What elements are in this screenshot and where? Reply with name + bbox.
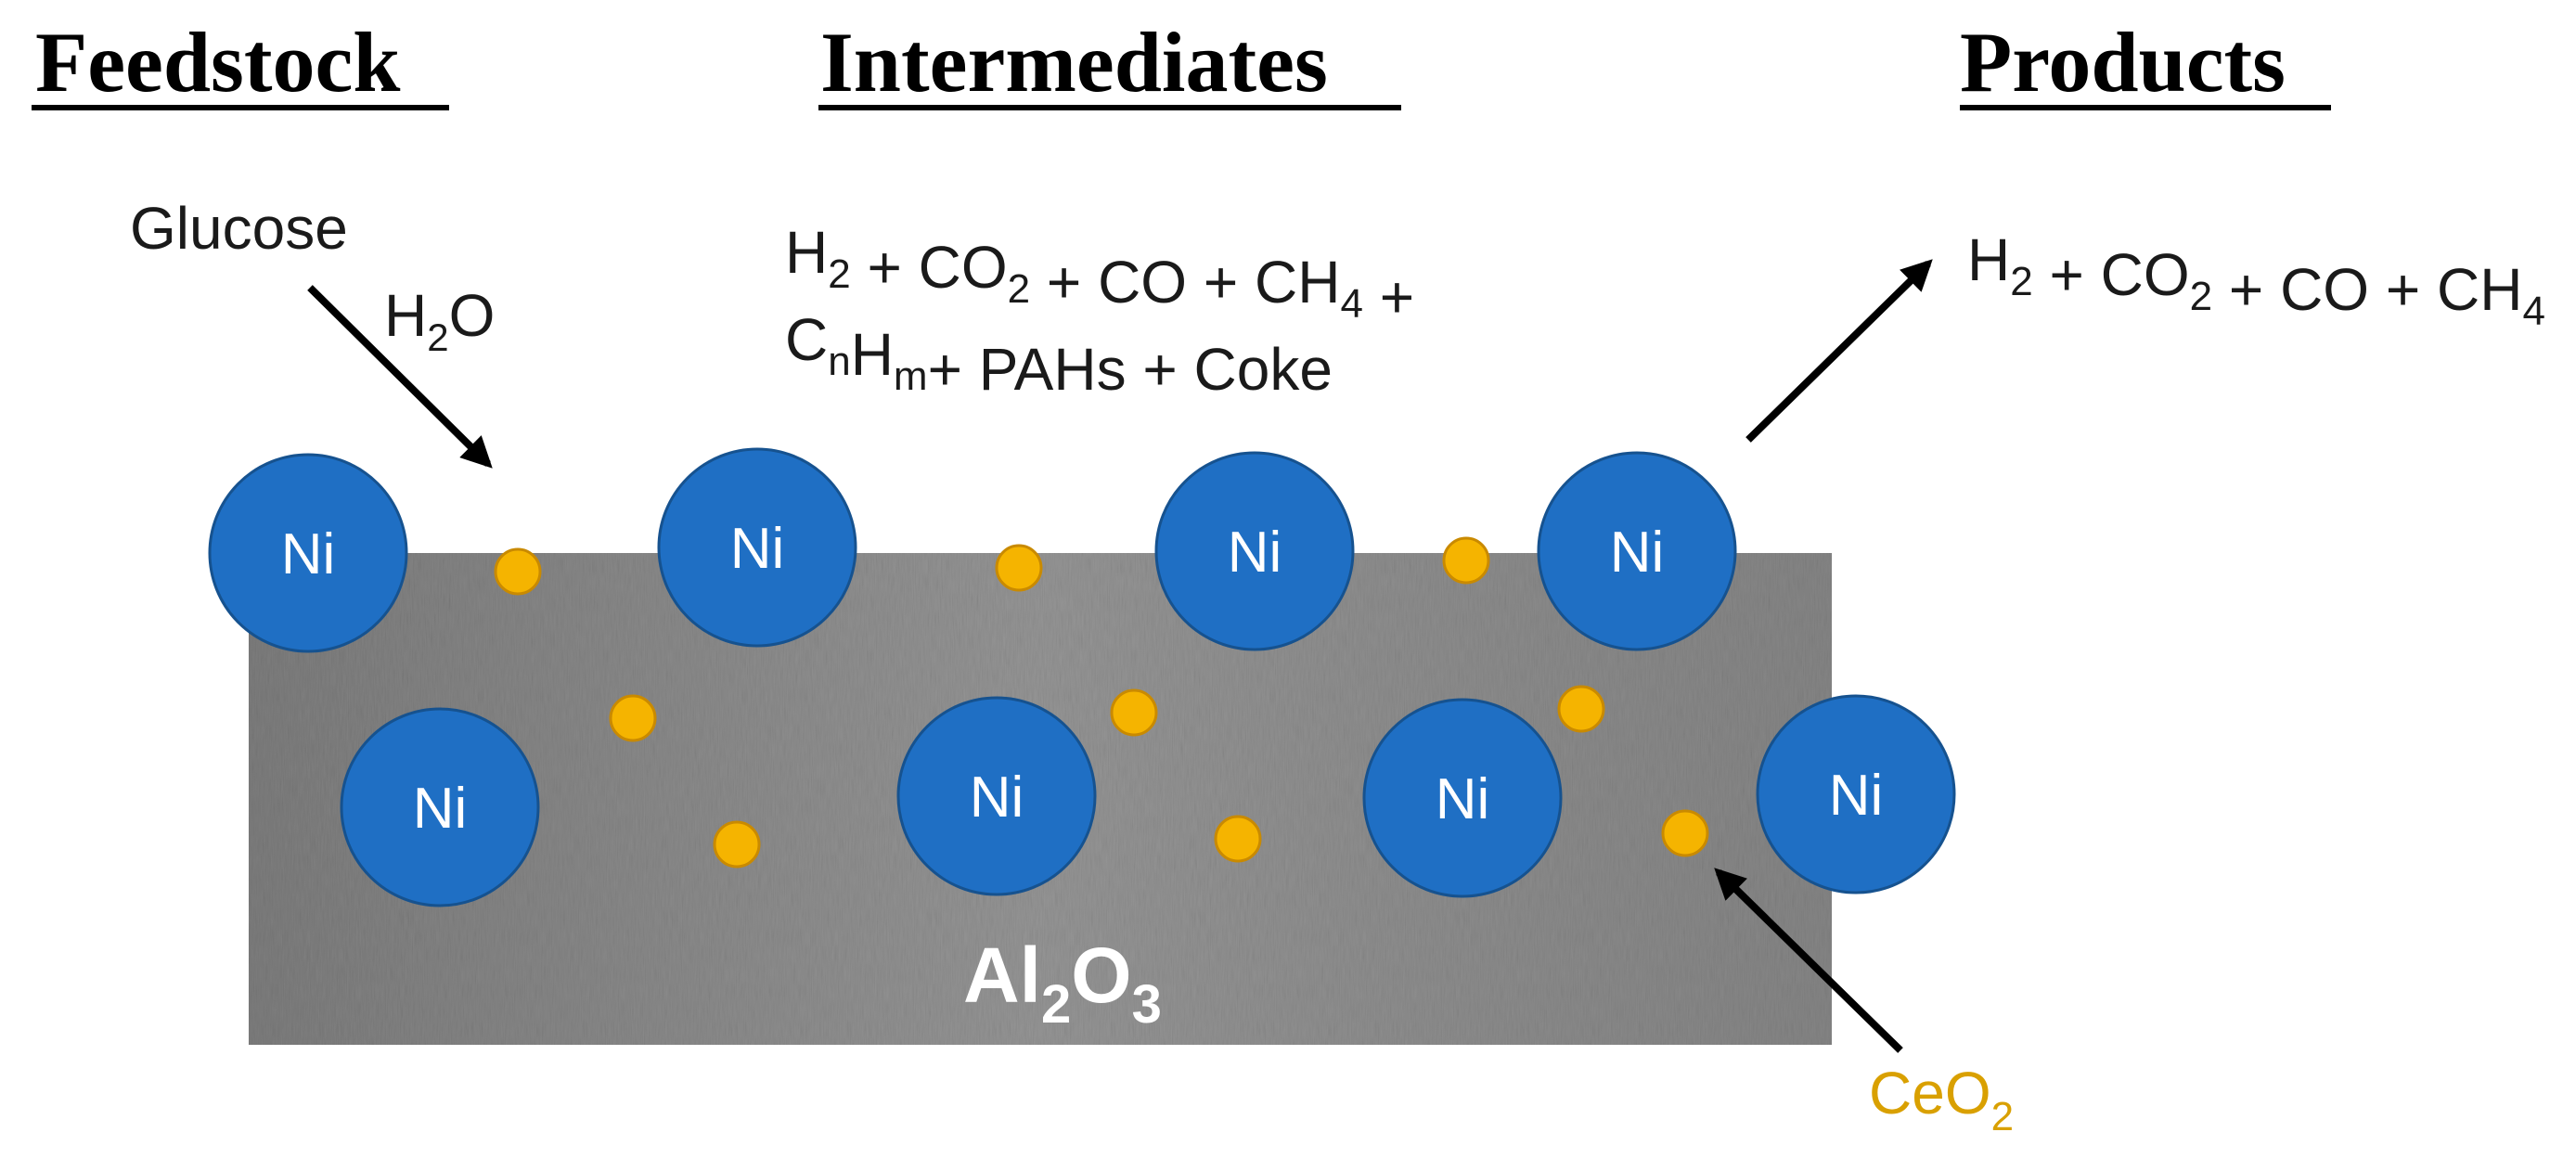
- water-label: H2O: [384, 282, 495, 359]
- ni-label: Ni: [1228, 521, 1282, 585]
- ni-particle-circle: [1537, 451, 1737, 651]
- ceo2-particle: [1110, 688, 1158, 737]
- alumina-label: Al2O3: [963, 932, 1162, 1035]
- ceo2-particle: [1557, 685, 1605, 733]
- glucose-label: Glucose: [130, 195, 348, 262]
- ni-particle: Ni: [340, 707, 540, 907]
- ni-label: Ni: [1829, 764, 1884, 828]
- heading-intermediates: Intermediates: [820, 15, 1328, 109]
- intermediates-line-2: CnHm+ PAHs + Coke: [785, 306, 1333, 403]
- ni-particle-circle: [340, 707, 540, 907]
- ceo2-particle: [609, 694, 657, 742]
- heading-products: Products: [1960, 15, 2286, 109]
- ceo2-particle: [1442, 536, 1490, 585]
- product-arrow: [1745, 259, 1933, 443]
- ceo2-arrow: [1714, 868, 1903, 1053]
- ceo2-particle: [1661, 809, 1709, 857]
- ceo2-particle: [995, 544, 1043, 592]
- ni-label: Ni: [413, 777, 468, 841]
- ni-particle: Ni: [1154, 451, 1355, 651]
- ni-particle: Ni: [1362, 698, 1563, 898]
- ceo2-particle: [1214, 815, 1262, 863]
- ni-particle: Ni: [1537, 451, 1737, 651]
- ceo2-particle: [713, 820, 761, 868]
- ni-particle: Ni: [1756, 694, 1956, 894]
- ni-particle-circle: [1154, 451, 1355, 651]
- ni-label: Ni: [970, 766, 1024, 830]
- ni-particle-circle: [208, 453, 408, 653]
- ceo2-label: CeO2: [1869, 1060, 2014, 1139]
- ni-particle-circle: [896, 696, 1097, 896]
- ni-particle: Ni: [208, 453, 408, 653]
- intermediates-line-1: H2 + CO2 + CO + CH4 +: [785, 219, 1414, 330]
- ni-label: Ni: [730, 517, 785, 581]
- ni-particle-circle: [1362, 698, 1563, 898]
- ni-particle-circle: [657, 447, 857, 648]
- ni-label: Ni: [1436, 767, 1490, 831]
- ni-label: Ni: [1610, 521, 1665, 585]
- ceo2-particle: [494, 547, 542, 596]
- heading-feedstock: Feedstock: [35, 15, 401, 109]
- ni-particle: Ni: [896, 696, 1097, 896]
- ni-particle: Ni: [657, 447, 857, 648]
- ni-particle-circle: [1756, 694, 1956, 894]
- feed-arrow: [307, 285, 493, 469]
- products-formula: H2 + CO2 + CO + CH4: [1967, 226, 2545, 334]
- ni-label: Ni: [281, 522, 336, 586]
